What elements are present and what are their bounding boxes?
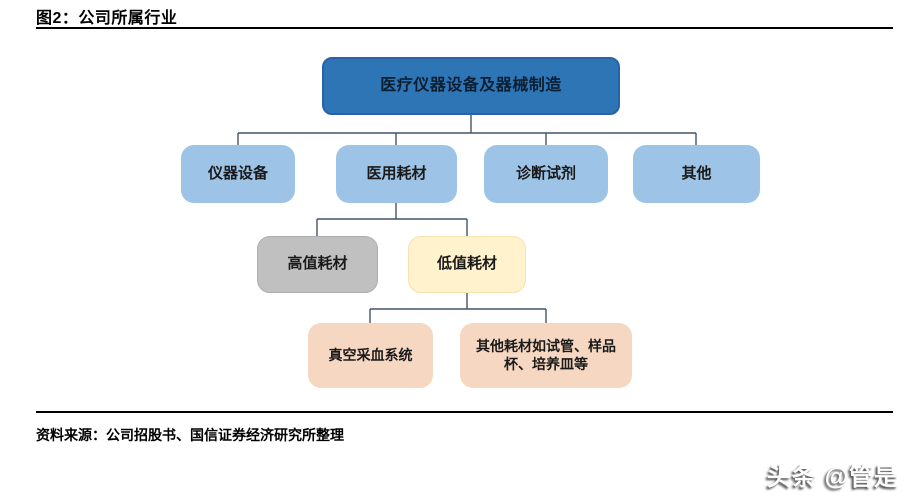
node-vacuum-blood-collection: 真空采血系统 [308,323,433,388]
node-high-value-consumables: 高值耗材 [257,236,378,293]
title-divider [36,27,893,29]
watermark-toutiao: 头条 @管是 [766,464,899,491]
connector-root-to-level2 [237,115,697,145]
node-others: 其他 [633,145,760,203]
node-medical-consumables: 医用耗材 [336,145,457,203]
node-medical-devices-root: 医疗仪器设备及器械制造 [322,57,620,115]
node-instruments-equipment: 仪器设备 [181,145,295,203]
figure-title: 图2：公司所属行业 [36,10,178,27]
node-other-consumables-detail: 其他耗材如试管、样品杯、培养皿等 [460,323,632,388]
node-low-value-consumables: 低值耗材 [408,236,526,293]
connector-lowvalue-to-level4 [369,293,547,323]
footer-divider [36,411,893,413]
node-diagnostic-reagents: 诊断试剂 [484,145,608,203]
connector-consumables-to-level3 [316,203,468,236]
source-note: 资料来源：公司招股书、国信证券经济研究所整理 [36,427,344,443]
